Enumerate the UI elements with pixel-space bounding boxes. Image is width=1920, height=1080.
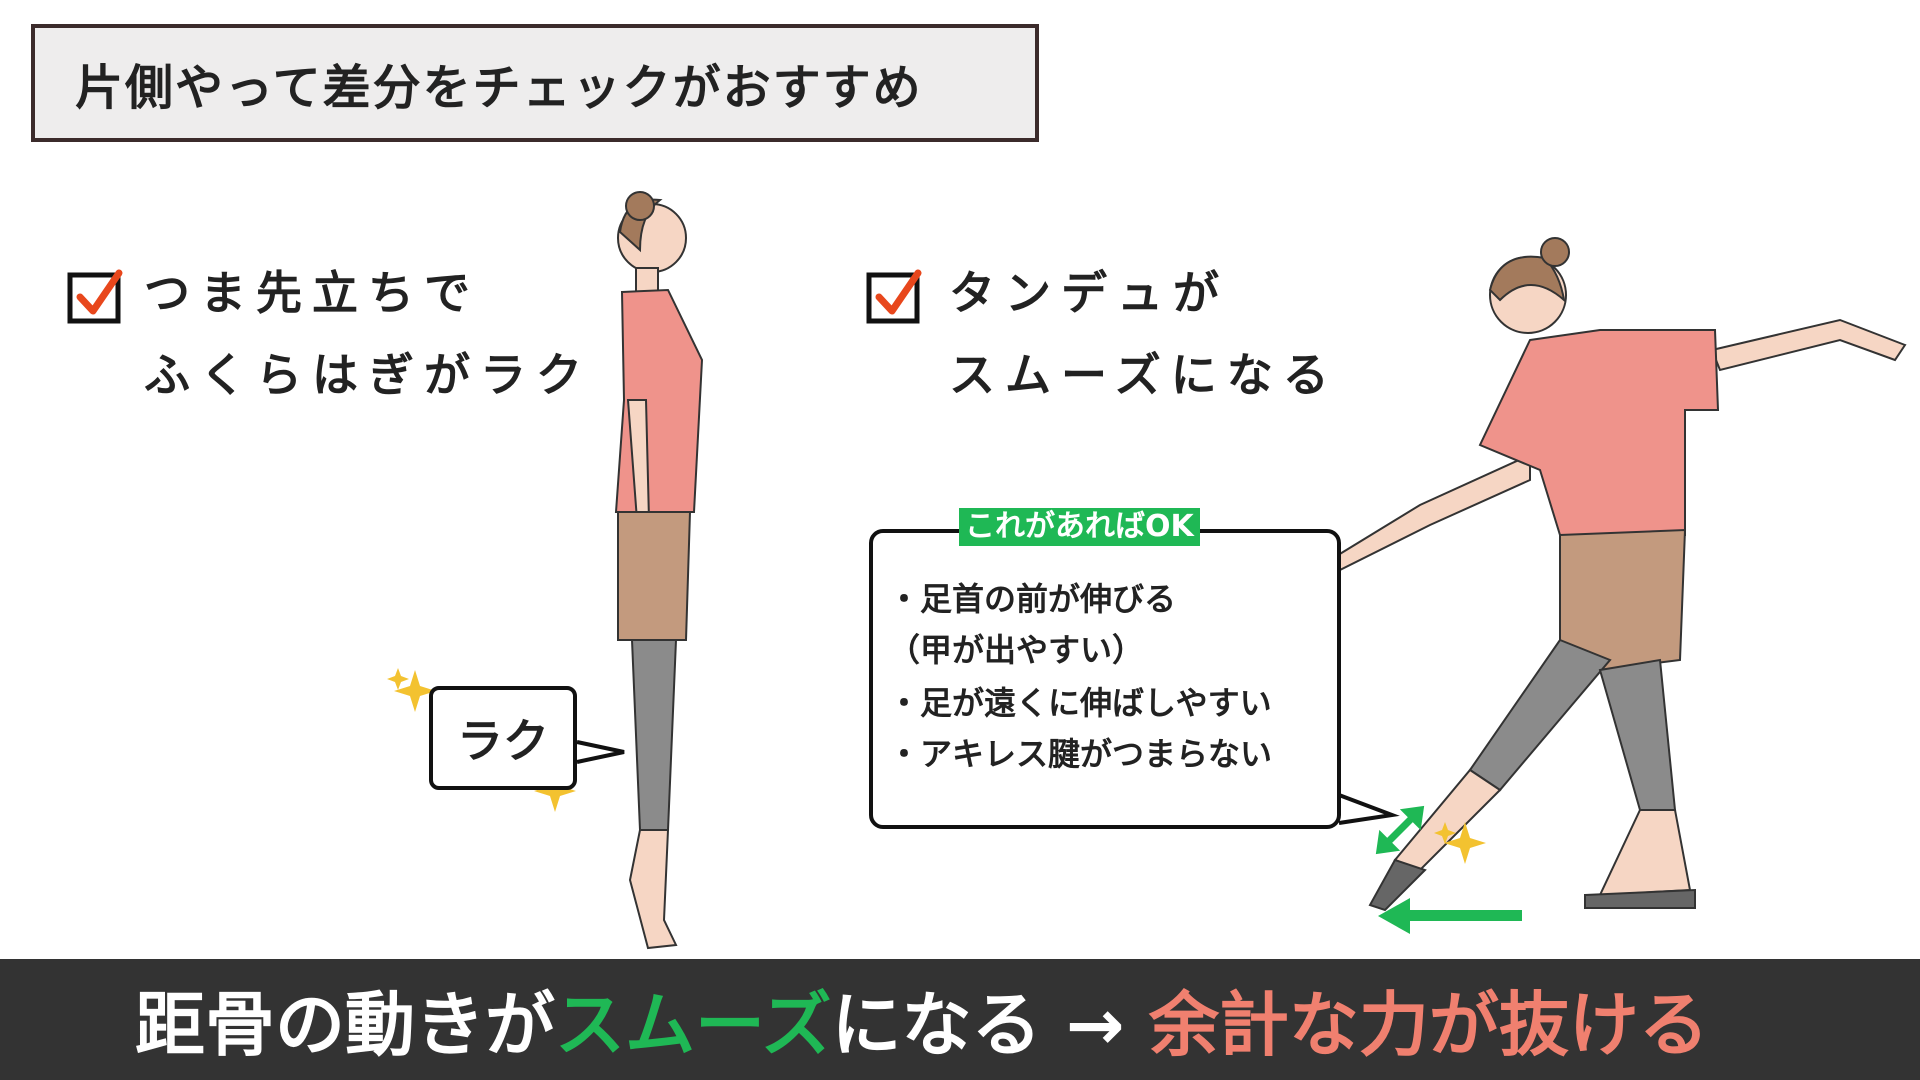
point-1-line-1: つま先立ちで [144,266,480,320]
sparkle-icon [387,668,1486,864]
checklist-line: ・足が遠くに伸ばしやすい [888,684,1272,722]
tendu-dancer-illustration [1308,237,1907,912]
speech-bubble-easy: ラク [429,686,577,790]
banner-text-smooth: スムーズ [555,984,832,1066]
point-1-line-2: ふくらはぎがラク [144,348,592,402]
checkbox-icon [67,269,123,324]
double-arrow-icon [1375,805,1425,855]
checkbox-icon [866,269,922,324]
banner-text-result: 余計な力が抜ける [1148,984,1709,1066]
arrow-left-icon [1378,898,1522,934]
title-box: 片側やって差分をチェックがおすすめ [31,24,1039,142]
page-title: 片側やって差分をチェックがおすすめ [75,60,923,116]
bottom-banner: 距骨の動きが スムーズ になる → 余計な力が抜ける [0,959,1920,1080]
point-2: タンデュがスムーズになる [949,252,1339,416]
point-2-line-1: タンデュが [949,266,1229,320]
banner-text-2: になる → [831,984,1149,1066]
standing-dancer-illustration [614,191,704,950]
checklist-line: ・アキレス腱がつまらない [888,735,1273,773]
checklist-line: （甲が出やすい） [888,631,1145,669]
bubble-tail [1338,793,1400,825]
bubble-text: ラク [457,714,549,768]
point-2-line-2: スムーズになる [949,348,1339,402]
ok-label: これがあればOK [959,508,1200,546]
point-1: つま先立ちでふくらはぎがラク [144,252,592,416]
checklist-line: ・足首の前が伸びる [888,580,1177,618]
banner-text-1: 距骨の動きが [135,984,555,1066]
bubble-tail [576,740,625,764]
